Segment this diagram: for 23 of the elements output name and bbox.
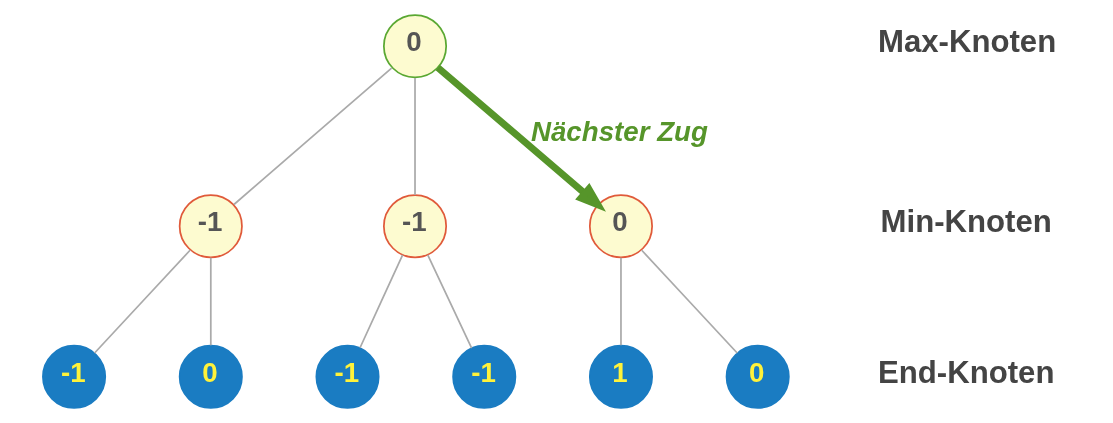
- node-circle: -1: [452, 344, 517, 409]
- node-circle: 0: [383, 14, 448, 79]
- connector: [93, 249, 191, 354]
- connector: [209, 256, 212, 347]
- label: Max-Knoten: [877, 24, 1057, 60]
- node-circle: 0: [588, 194, 653, 259]
- label: End-Knoten: [877, 354, 1055, 390]
- connector: [426, 254, 473, 350]
- node-circle: -1: [383, 194, 448, 259]
- connector: [233, 67, 393, 206]
- node-circle: -1: [178, 194, 243, 259]
- arrow: [435, 64, 606, 212]
- connector: [414, 77, 416, 196]
- connector: [640, 249, 739, 354]
- node-circle: 0: [725, 344, 790, 409]
- node-circle: 0: [178, 344, 243, 409]
- connector: [359, 254, 404, 349]
- label: Min-Knoten: [880, 204, 1052, 240]
- node-circle: -1: [42, 344, 107, 409]
- node-circle: -1: [315, 344, 380, 409]
- edge-label: Nächster Zug: [530, 116, 708, 148]
- node-circle: 1: [588, 344, 653, 409]
- connector: [620, 256, 622, 347]
